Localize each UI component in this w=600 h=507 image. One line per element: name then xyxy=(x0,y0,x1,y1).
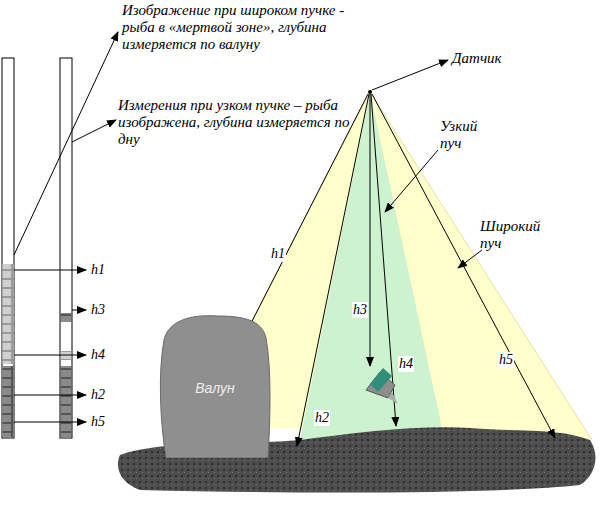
beam-label: Узкий пуч xyxy=(440,118,490,152)
sensor-label: Датчик xyxy=(452,50,502,67)
depth-label: h4 xyxy=(398,356,414,372)
annotation: Измерения при узком пучке – рыба изображ… xyxy=(118,97,358,147)
beam-label: Широкий пуч xyxy=(480,218,550,252)
depth-label: h1 xyxy=(90,262,106,278)
narrow-beam-display xyxy=(60,58,72,438)
boulder: Валун xyxy=(158,312,272,458)
boulder-label: Валун xyxy=(158,380,272,396)
depth-label: h2 xyxy=(314,410,330,426)
depth-label: h4 xyxy=(90,347,106,363)
depth-label: h3 xyxy=(90,302,106,318)
fish xyxy=(366,368,398,404)
depth-label: h3 xyxy=(352,302,368,318)
annotation: Изображение при широком пучке - рыба в «… xyxy=(122,2,360,52)
depth-label: h5 xyxy=(90,414,106,430)
depth-label: h2 xyxy=(90,387,106,403)
wide-beam-display xyxy=(2,58,14,438)
depth-label: h5 xyxy=(498,352,514,368)
narrow-beam xyxy=(300,92,442,440)
depth-label: h1 xyxy=(270,246,286,262)
